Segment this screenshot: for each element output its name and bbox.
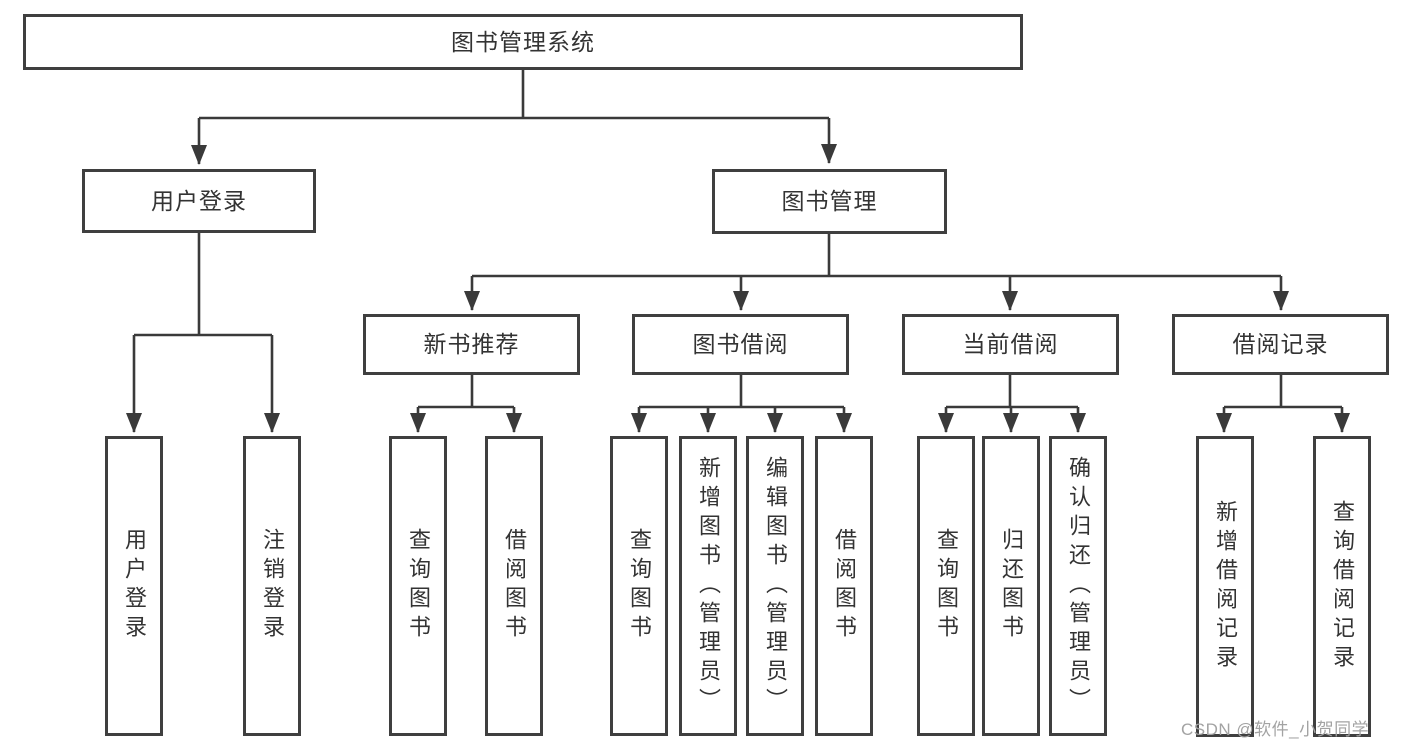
node-query-books-borrowing: 查询图书 <box>610 436 668 736</box>
node-return-books: 归还图书 <box>982 436 1040 736</box>
csdn-watermark: CSDN @软件_小贺同学 <box>1181 720 1370 739</box>
node-borrow-books-recommend: 借阅图书 <box>485 436 543 736</box>
node-library-system: 图书管理系统 <box>23 14 1023 70</box>
node-logout: 注销登录 <box>243 436 301 736</box>
node-query-books-recommend: 查询图书 <box>389 436 447 736</box>
node-current-borrowing: 当前借阅 <box>902 314 1119 375</box>
node-edit-books-admin: 编辑图书（管理员） <box>746 436 804 736</box>
node-user-login: 用户登录 <box>105 436 163 736</box>
node-add-books-admin: 新增图书（管理员） <box>679 436 737 736</box>
node-borrow-records: 借阅记录 <box>1172 314 1389 375</box>
node-query-borrow-record: 查询借阅记录 <box>1313 436 1371 737</box>
node-user-login-group: 用户登录 <box>82 169 316 233</box>
node-add-borrow-record: 新增借阅记录 <box>1196 436 1254 737</box>
node-book-management: 图书管理 <box>712 169 947 234</box>
node-borrow-books-borrowing: 借阅图书 <box>815 436 873 736</box>
node-confirm-return-admin: 确认归还（管理员） <box>1049 436 1107 736</box>
node-new-book-recommend: 新书推荐 <box>363 314 580 375</box>
node-book-borrowing: 图书借阅 <box>632 314 849 375</box>
node-query-books-current: 查询图书 <box>917 436 975 736</box>
